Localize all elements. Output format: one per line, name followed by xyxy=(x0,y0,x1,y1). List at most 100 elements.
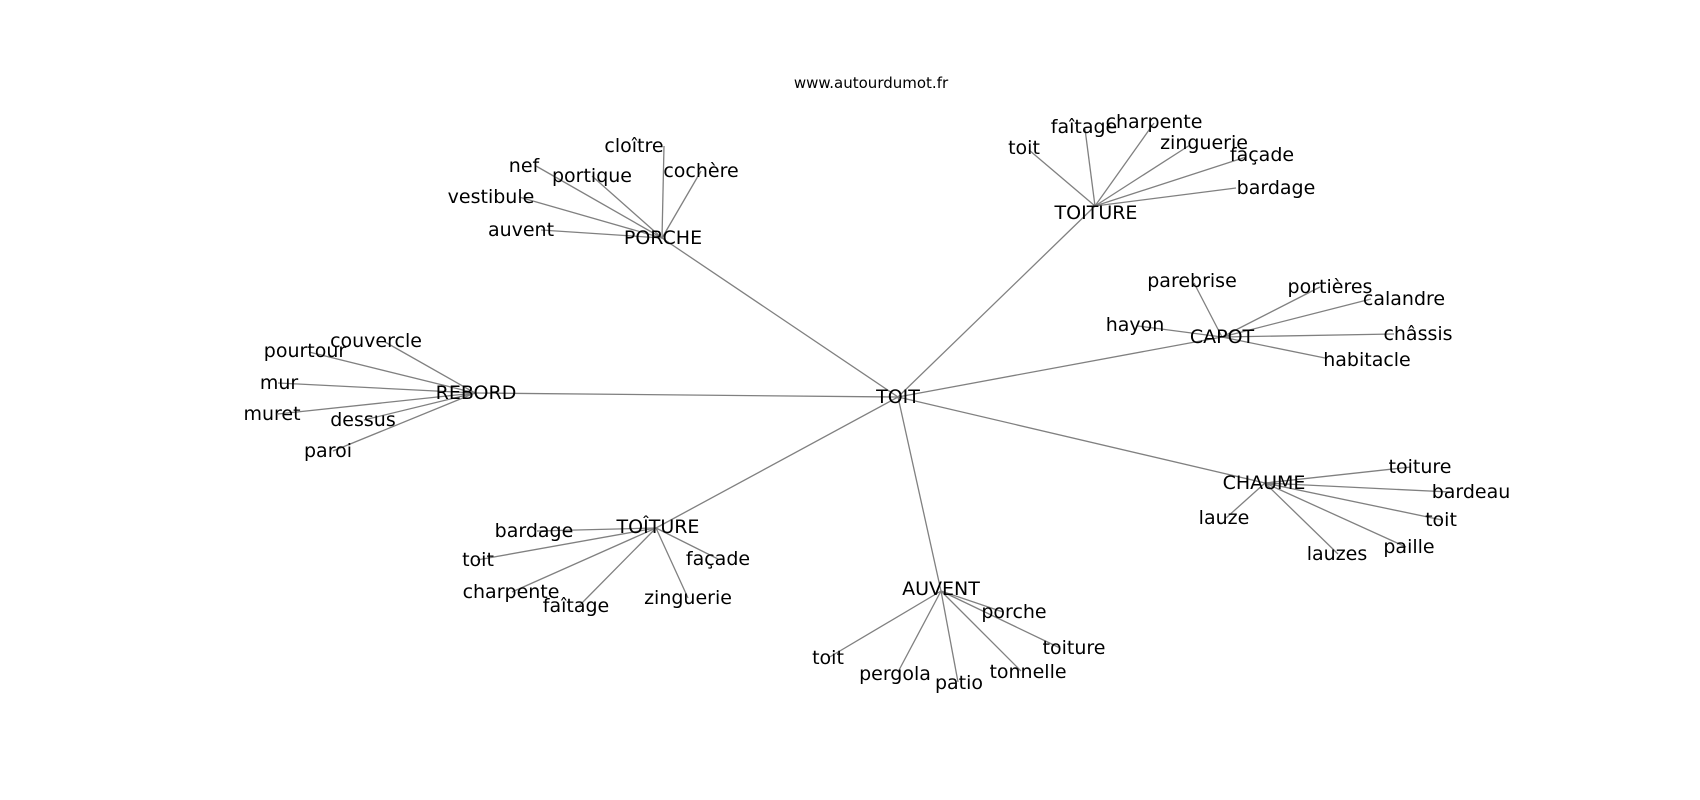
edge-capot-portieres xyxy=(1221,286,1321,338)
edge-porche-nef xyxy=(535,165,663,239)
edge-auvent-porche xyxy=(940,590,1004,613)
edge-rebord-pourtour xyxy=(308,351,476,394)
node-capot: CAPOT xyxy=(1190,326,1255,348)
edge-porche-cochere xyxy=(661,170,702,239)
edge-capot-chassis xyxy=(1221,333,1395,338)
edge-porche-cloitre xyxy=(661,145,665,239)
edge-toiture-charpente xyxy=(1094,122,1155,207)
node-chaume: CHAUME xyxy=(1223,472,1306,494)
edge-toit-toiture-circ xyxy=(655,396,899,529)
edge-toiture-circ-toit xyxy=(476,527,657,561)
node-auvent: AUVENT xyxy=(902,578,980,600)
edge-toit-chaume xyxy=(897,396,1266,484)
edge-chaume-lauzes xyxy=(1264,482,1339,555)
leaf-capot-hayon: hayon xyxy=(1106,314,1165,336)
leaf-rebord-muret: muret xyxy=(243,403,300,425)
leaf-toiture-faitage: faîtage xyxy=(1051,116,1117,138)
edge-chaume-toiture xyxy=(1264,466,1412,484)
edge-rebord-couvercle xyxy=(384,341,476,394)
leaf-auvent-toit: toit xyxy=(812,647,844,669)
edge-toiture-circ-zinguerie xyxy=(655,527,689,599)
edge-chaume-bardeau xyxy=(1264,482,1451,493)
edge-auvent-toiture xyxy=(940,590,1061,649)
edge-auvent-toit xyxy=(827,590,942,659)
site-title: www.autourdumot.fr xyxy=(794,74,949,92)
leaf-capot-habitacle: habitacle xyxy=(1323,349,1411,371)
edge-toiture-circ-bardage xyxy=(536,527,657,532)
leaf-toiture-circ-bardage: bardage xyxy=(495,520,574,542)
leaf-capot-calandre: calandre xyxy=(1363,288,1445,310)
leaf-toiture-charpente: charpente xyxy=(1106,111,1203,133)
leaf-chaume-paille: paille xyxy=(1383,536,1434,558)
edge-toiture-circ-charpente xyxy=(511,527,657,593)
edge-toiture-faitage xyxy=(1084,128,1096,207)
leaf-capot-chassis: châssis xyxy=(1383,323,1452,345)
leaf-rebord-mur: mur xyxy=(260,372,299,394)
leaf-chaume-bardeau: bardeau xyxy=(1432,481,1511,503)
edge-toit-toiture xyxy=(897,205,1096,398)
leaf-porche-cochere: cochère xyxy=(663,160,738,182)
leaf-auvent-tonnelle: tonnelle xyxy=(989,661,1066,683)
edge-capot-parebrise xyxy=(1193,282,1223,338)
leaf-chaume-lauze: lauze xyxy=(1199,507,1250,529)
node-rebord: REBORD xyxy=(436,382,517,404)
leaf-capot-portieres: portières xyxy=(1288,276,1373,298)
node-toiture-circ: TOÎTURE xyxy=(616,515,700,538)
edge-toit-porche xyxy=(661,237,899,398)
edge-toiture-facade xyxy=(1094,156,1247,207)
edge-auvent-pergola xyxy=(897,590,942,673)
leaf-toiture-circ-toit: toit xyxy=(462,549,494,571)
leaf-auvent-toiture: toiture xyxy=(1043,637,1106,659)
edge-rebord-dessus xyxy=(363,392,476,421)
edge-capot-calandre xyxy=(1221,298,1372,338)
edge-porche-auvent xyxy=(540,229,663,239)
leaf-auvent-patio: patio xyxy=(935,672,983,694)
edge-porche-portique xyxy=(591,175,663,239)
leaf-chaume-toiture: toiture xyxy=(1389,456,1452,478)
edge-toit-capot xyxy=(897,336,1223,398)
edge-toiture-circ-facade xyxy=(655,527,719,560)
edge-chaume-lauze xyxy=(1225,482,1266,519)
edge-toit-rebord xyxy=(474,392,899,398)
edge-toiture-toit xyxy=(1028,149,1096,207)
leaf-toiture-zinguerie: zinguerie xyxy=(1160,132,1248,154)
leaf-auvent-porche: porche xyxy=(981,601,1046,623)
leaf-toiture-circ-zinguerie: zinguerie xyxy=(644,587,732,609)
leaf-toiture-circ-charpente: charpente xyxy=(463,581,560,603)
edge-chaume-paille xyxy=(1264,482,1407,548)
leaf-toiture-toit: toit xyxy=(1008,137,1040,159)
leaf-porche-vestibule: vestibule xyxy=(448,186,535,208)
leaf-chaume-lauzes: lauzes xyxy=(1307,543,1368,565)
edge-auvent-tonnelle xyxy=(940,590,1022,672)
leaf-chaume-toit: toit xyxy=(1425,509,1457,531)
leaf-porche-cloitre: cloître xyxy=(604,135,663,157)
leaf-rebord-pourtour: pourtour xyxy=(264,340,347,362)
edge-rebord-paroi xyxy=(332,392,476,452)
leaf-capot-parebrise: parebrise xyxy=(1147,270,1237,292)
edge-capot-hayon xyxy=(1137,325,1223,338)
leaf-porche-nef: nef xyxy=(509,155,541,177)
edge-toiture-bardage xyxy=(1094,187,1237,207)
leaf-porche-auvent: auvent xyxy=(488,219,554,241)
leaf-toiture-facade: façade xyxy=(1230,144,1294,166)
node-toit: TOIT xyxy=(875,386,920,408)
leaf-porche-portique: portique xyxy=(552,165,632,187)
node-toiture: TOITURE xyxy=(1054,202,1138,224)
leaf-rebord-couvercle: couvercle xyxy=(330,330,422,352)
edge-capot-habitacle xyxy=(1221,336,1326,359)
edge-porche-vestibule xyxy=(518,196,663,239)
edge-chaume-toit xyxy=(1264,482,1443,521)
leaf-auvent-pergola: pergola xyxy=(859,663,931,685)
leaf-toiture-circ-faitage: faîtage xyxy=(543,595,609,617)
edge-rebord-muret xyxy=(277,392,476,415)
leaf-rebord-dessus: dessus xyxy=(330,409,396,431)
edge-auvent-patio xyxy=(940,590,959,683)
edges-layer xyxy=(277,122,1451,683)
edge-rebord-mur xyxy=(277,382,476,394)
edge-toiture-zinguerie xyxy=(1094,144,1191,207)
node-porche: PORCHE xyxy=(624,227,702,249)
edge-toiture-circ-faitage xyxy=(578,527,657,607)
leaf-toiture-circ-facade: façade xyxy=(686,548,750,570)
